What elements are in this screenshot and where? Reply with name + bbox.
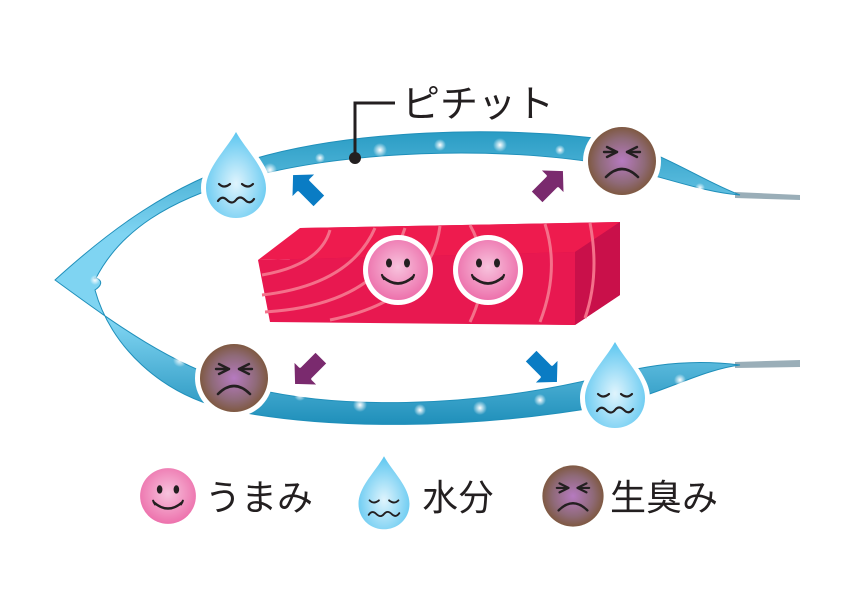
sheet-string-lower	[735, 360, 800, 368]
sheet-string-upper	[735, 192, 800, 200]
center-umami-face-2	[453, 235, 523, 305]
arrow-odor-lower-left	[291, 349, 330, 388]
arrow-water-upper-left	[289, 171, 328, 210]
legend-label-water: 水分	[422, 478, 494, 519]
water-drop-icon	[357, 455, 411, 531]
odor-face-upper-right	[583, 122, 661, 200]
arrow-odor-upper-right	[528, 167, 567, 206]
legend-item-odor: 生臭み	[541, 464, 718, 528]
pichitto-sheet	[54, 131, 741, 425]
umami-face-icon	[138, 466, 198, 526]
arrow-water-lower-right	[522, 347, 561, 386]
water-drop-lower-right	[580, 336, 650, 434]
sheet-sparkles	[90, 138, 705, 416]
pichitto-label-pointer	[349, 101, 395, 164]
legend: うまみ 水分 生臭み	[138, 455, 718, 531]
legend-label-odor: 生臭み	[610, 478, 718, 519]
pichitto-label: ピチット	[402, 82, 554, 126]
legend-label-umami: うまみ	[205, 478, 313, 519]
water-drop-upper-left	[201, 126, 271, 224]
odor-face-lower-left	[195, 339, 273, 417]
legend-item-umami: うまみ	[138, 466, 313, 526]
legend-item-water: 水分	[357, 455, 494, 531]
odor-face-icon	[541, 464, 605, 528]
center-umami-face-1	[363, 235, 433, 305]
fish-block	[258, 222, 620, 325]
